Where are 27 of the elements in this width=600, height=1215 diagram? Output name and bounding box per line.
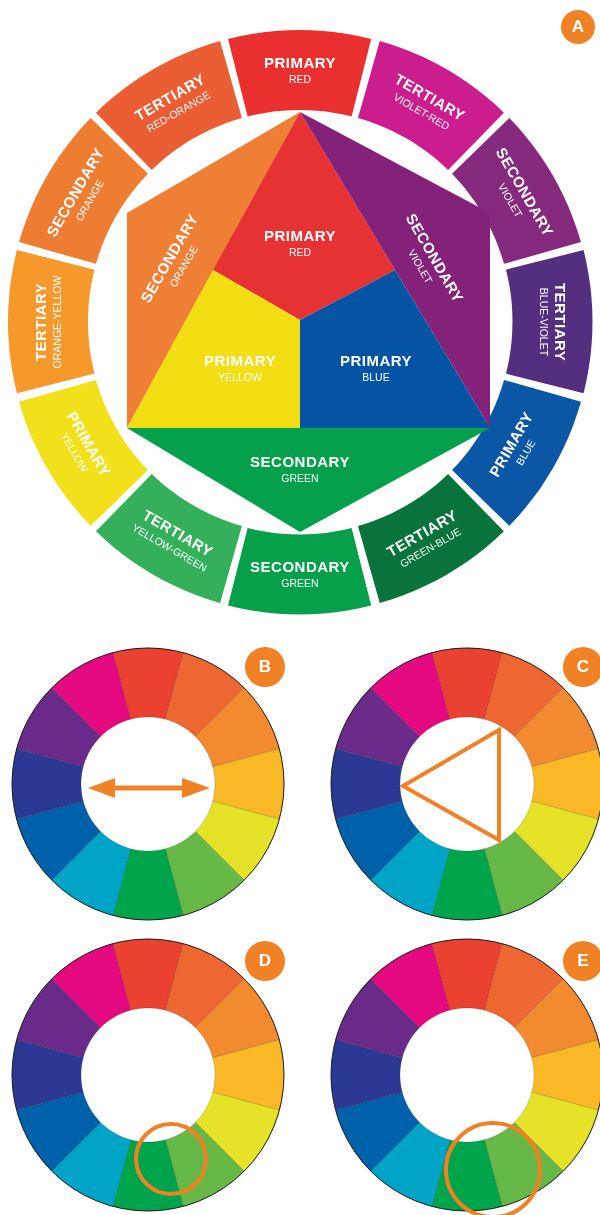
letter-badge: B xyxy=(245,647,285,687)
letter-badge: D xyxy=(245,941,285,981)
category-heading: TERTIARY xyxy=(31,282,50,362)
color-name: RED xyxy=(288,244,312,260)
color-segment xyxy=(96,474,243,603)
color-name: YELLOW xyxy=(218,369,262,385)
letter-badge: A xyxy=(561,10,595,44)
color-segment xyxy=(505,250,592,394)
category-heading: SECONDARY xyxy=(250,557,350,576)
color-segment xyxy=(228,30,372,117)
category-heading: PRIMARY xyxy=(263,53,337,72)
color-name: BLUE xyxy=(362,369,390,385)
color-name: ORANGE-YELLOW xyxy=(49,275,64,369)
color-region xyxy=(213,112,395,320)
category-heading: PRIMARY xyxy=(203,351,277,370)
color-segment xyxy=(228,527,372,614)
color-name: GREEN xyxy=(281,470,319,486)
color-segment xyxy=(8,250,95,394)
category-heading: PRIMARY xyxy=(263,226,337,245)
letter-badge: C xyxy=(563,647,600,687)
color-name: RED xyxy=(288,71,312,87)
category-heading: PRIMARY xyxy=(339,351,413,370)
category-heading: TERTIARY xyxy=(550,282,569,362)
color-name: BLUE-VIOLET xyxy=(536,287,551,357)
color-name: GREEN xyxy=(281,575,319,591)
letter-badge: E xyxy=(563,941,600,981)
category-heading: SECONDARY xyxy=(250,452,350,471)
